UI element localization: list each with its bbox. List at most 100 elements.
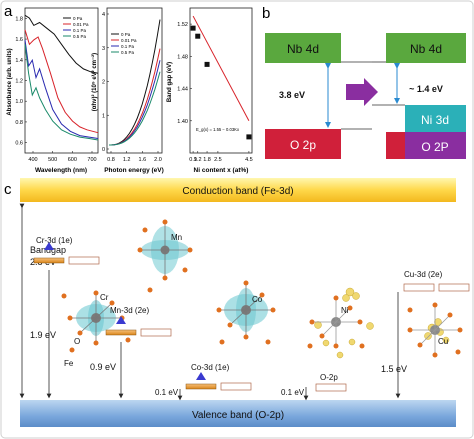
bandgap-marks (190, 15, 252, 140)
bandgap-fit-line (192, 15, 250, 122)
absorbance-xlabel: Wavelength (nm) (35, 167, 87, 174)
bandgap-ytick-label: 1.40 (177, 119, 188, 125)
tauc-legend-label: 0.5 Pa (121, 50, 135, 55)
bandgap-ytick-label: 1.48 (177, 54, 188, 60)
band-diagram-right: Nb 4d Ni 3d O 2P ~ 1.4 eV (372, 33, 466, 159)
bandgap-xtick-label: 1.2 (194, 157, 202, 163)
absorbance-ylabel: Absorbance (arb. units) (7, 48, 13, 115)
nb4d-box-right (386, 33, 466, 63)
tauc-legend-label: 0 Pa (121, 32, 131, 37)
absorbance-curve-1 (24, 29, 99, 134)
bandgap-xtick-label: 1.8 (203, 157, 211, 163)
tauc-ytick-label: 0 (102, 147, 105, 153)
absorbance-legend-label: 0 Pa (73, 16, 83, 21)
band-diagram-left: Nb 4d O 2p 3.8 eV (265, 33, 372, 159)
cu-level: Cu-3d (2e) 1.5 eV (381, 270, 470, 399)
cr-level-label: Cr-3d (1e) (36, 236, 73, 245)
panel-b-letter: b (262, 5, 270, 22)
panel-a-letter: a (4, 3, 13, 20)
absorbance-ytick-label: 0.8 (15, 120, 23, 126)
ni-empty-bar (315, 383, 347, 392)
co-cluster: Co (216, 280, 276, 345)
valence-band (20, 400, 456, 427)
cr-empty-bar (68, 256, 100, 265)
cu-ion-label: Cu (438, 337, 448, 346)
panel-c-letter: c (4, 181, 12, 198)
valence-band-label: Valence band (O-2p) (192, 410, 284, 421)
cr-spin-arrowhead (44, 242, 54, 250)
mn-energy-label: 0.9 eV (90, 362, 116, 372)
nb4d-box-left (265, 33, 341, 63)
absorbance-xtick-label: 700 (87, 157, 96, 163)
cu-energy-label: 1.5 eV (381, 364, 407, 374)
bandgap-ytick-label: 1.44 (177, 87, 188, 93)
absorbance-legend-label: 0.5 Pa (73, 34, 87, 39)
cu-empty-bar-1 (403, 283, 435, 292)
absorbance-curves (24, 14, 99, 141)
o-atom-label: O (74, 337, 80, 346)
mn-level-label: Mn-3d (2e) (110, 306, 149, 315)
bandgap-yticks: 1.40 1.44 1.48 1.52 (177, 22, 192, 125)
cr-level: Cr-3d (1e) 1.9 eV (30, 236, 100, 399)
bandgap-xtick-label: 2.5 (214, 157, 222, 163)
o2p-box-left (265, 129, 341, 159)
bandgap-point (204, 61, 210, 67)
absorbance-legend-label: 0.1 Pa (73, 28, 87, 33)
fe-atom-label: Fe (64, 359, 74, 368)
cu-level-label: Cu-3d (2e) (404, 270, 443, 279)
mn-level: Mn-3d (2e) 0.9 eV (90, 306, 172, 399)
absorbance-ytick-label: 1.8 (15, 16, 23, 22)
bandgap-point (190, 25, 196, 31)
ni-level-label: O-2p (320, 373, 338, 382)
tauc-legend: 0 Pa0.01 Pa0.1 Pa0.5 Pa (111, 32, 137, 55)
ni3d-box (405, 105, 466, 132)
bandgap-ylabel: Band gap (eV) (167, 62, 173, 102)
cr-cluster: Cr O Fe (61, 290, 131, 368)
bandgap-point (195, 33, 201, 39)
tauc-curves (108, 19, 161, 146)
co-empty-bar (220, 382, 252, 391)
co-level-label: Co-3d (1e) (191, 363, 230, 372)
absorbance-ytick-label: 1.2 (15, 79, 23, 85)
tauc-ytick-label: 1 (102, 113, 105, 119)
tauc-ytick-label: 4 (102, 12, 105, 18)
tauc-curve-3 (109, 71, 161, 146)
ni3d-label: Ni 3d (421, 113, 449, 127)
absorbance-ytick-label: 1.6 (15, 37, 23, 43)
ni-cluster: Ni (307, 287, 374, 359)
cr-ion-label: Cr (100, 293, 109, 302)
absorbance-ytick-label: 1.0 (15, 99, 23, 105)
co-spin-arrowhead (196, 372, 206, 380)
bandgap-equation: E_g(x) = 1.55 − 0.03Kx (196, 127, 240, 132)
tauc-xtick-label: 1.2 (123, 157, 131, 163)
co-energy-label: 0.1 eV (155, 388, 179, 397)
mn-ion-label: Mn (171, 233, 182, 242)
ni-energy-label: 0.1 eV (281, 388, 305, 397)
absorbance-xtick-label: 600 (68, 157, 77, 163)
bandgap-xlabel: Ni content x (at%) (194, 167, 249, 174)
nb4d-label-left: Nb 4d (287, 42, 319, 56)
gap-label-left: 3.8 eV (279, 90, 305, 100)
bandgap-xtick-label: 0.9 (189, 157, 197, 163)
bandgap-ytick-label: 1.52 (177, 22, 188, 28)
nb4d-label-right: Nb 4d (410, 42, 442, 56)
tauc-xtick-label: 0.8 (107, 157, 115, 163)
mn-spin-arrowhead (116, 316, 126, 324)
absorbance-legend-label: 0.01 Pa (73, 22, 89, 27)
ni-level: O-2p 0.1 eV (281, 373, 347, 401)
conduction-band-label: Conduction band (Fe-3d) (182, 186, 293, 197)
conduction-band (20, 178, 456, 202)
ni-ion-label: Ni (341, 306, 349, 315)
o2p-label-right: O 2P (421, 140, 448, 154)
transition-arrow (346, 78, 378, 106)
tauc-legend-label: 0.01 Pa (121, 38, 137, 43)
mn-empty-bar (140, 328, 172, 337)
absorbance-xtick-label: 400 (28, 157, 37, 163)
tauc-ytick-label: 3 (102, 46, 105, 52)
